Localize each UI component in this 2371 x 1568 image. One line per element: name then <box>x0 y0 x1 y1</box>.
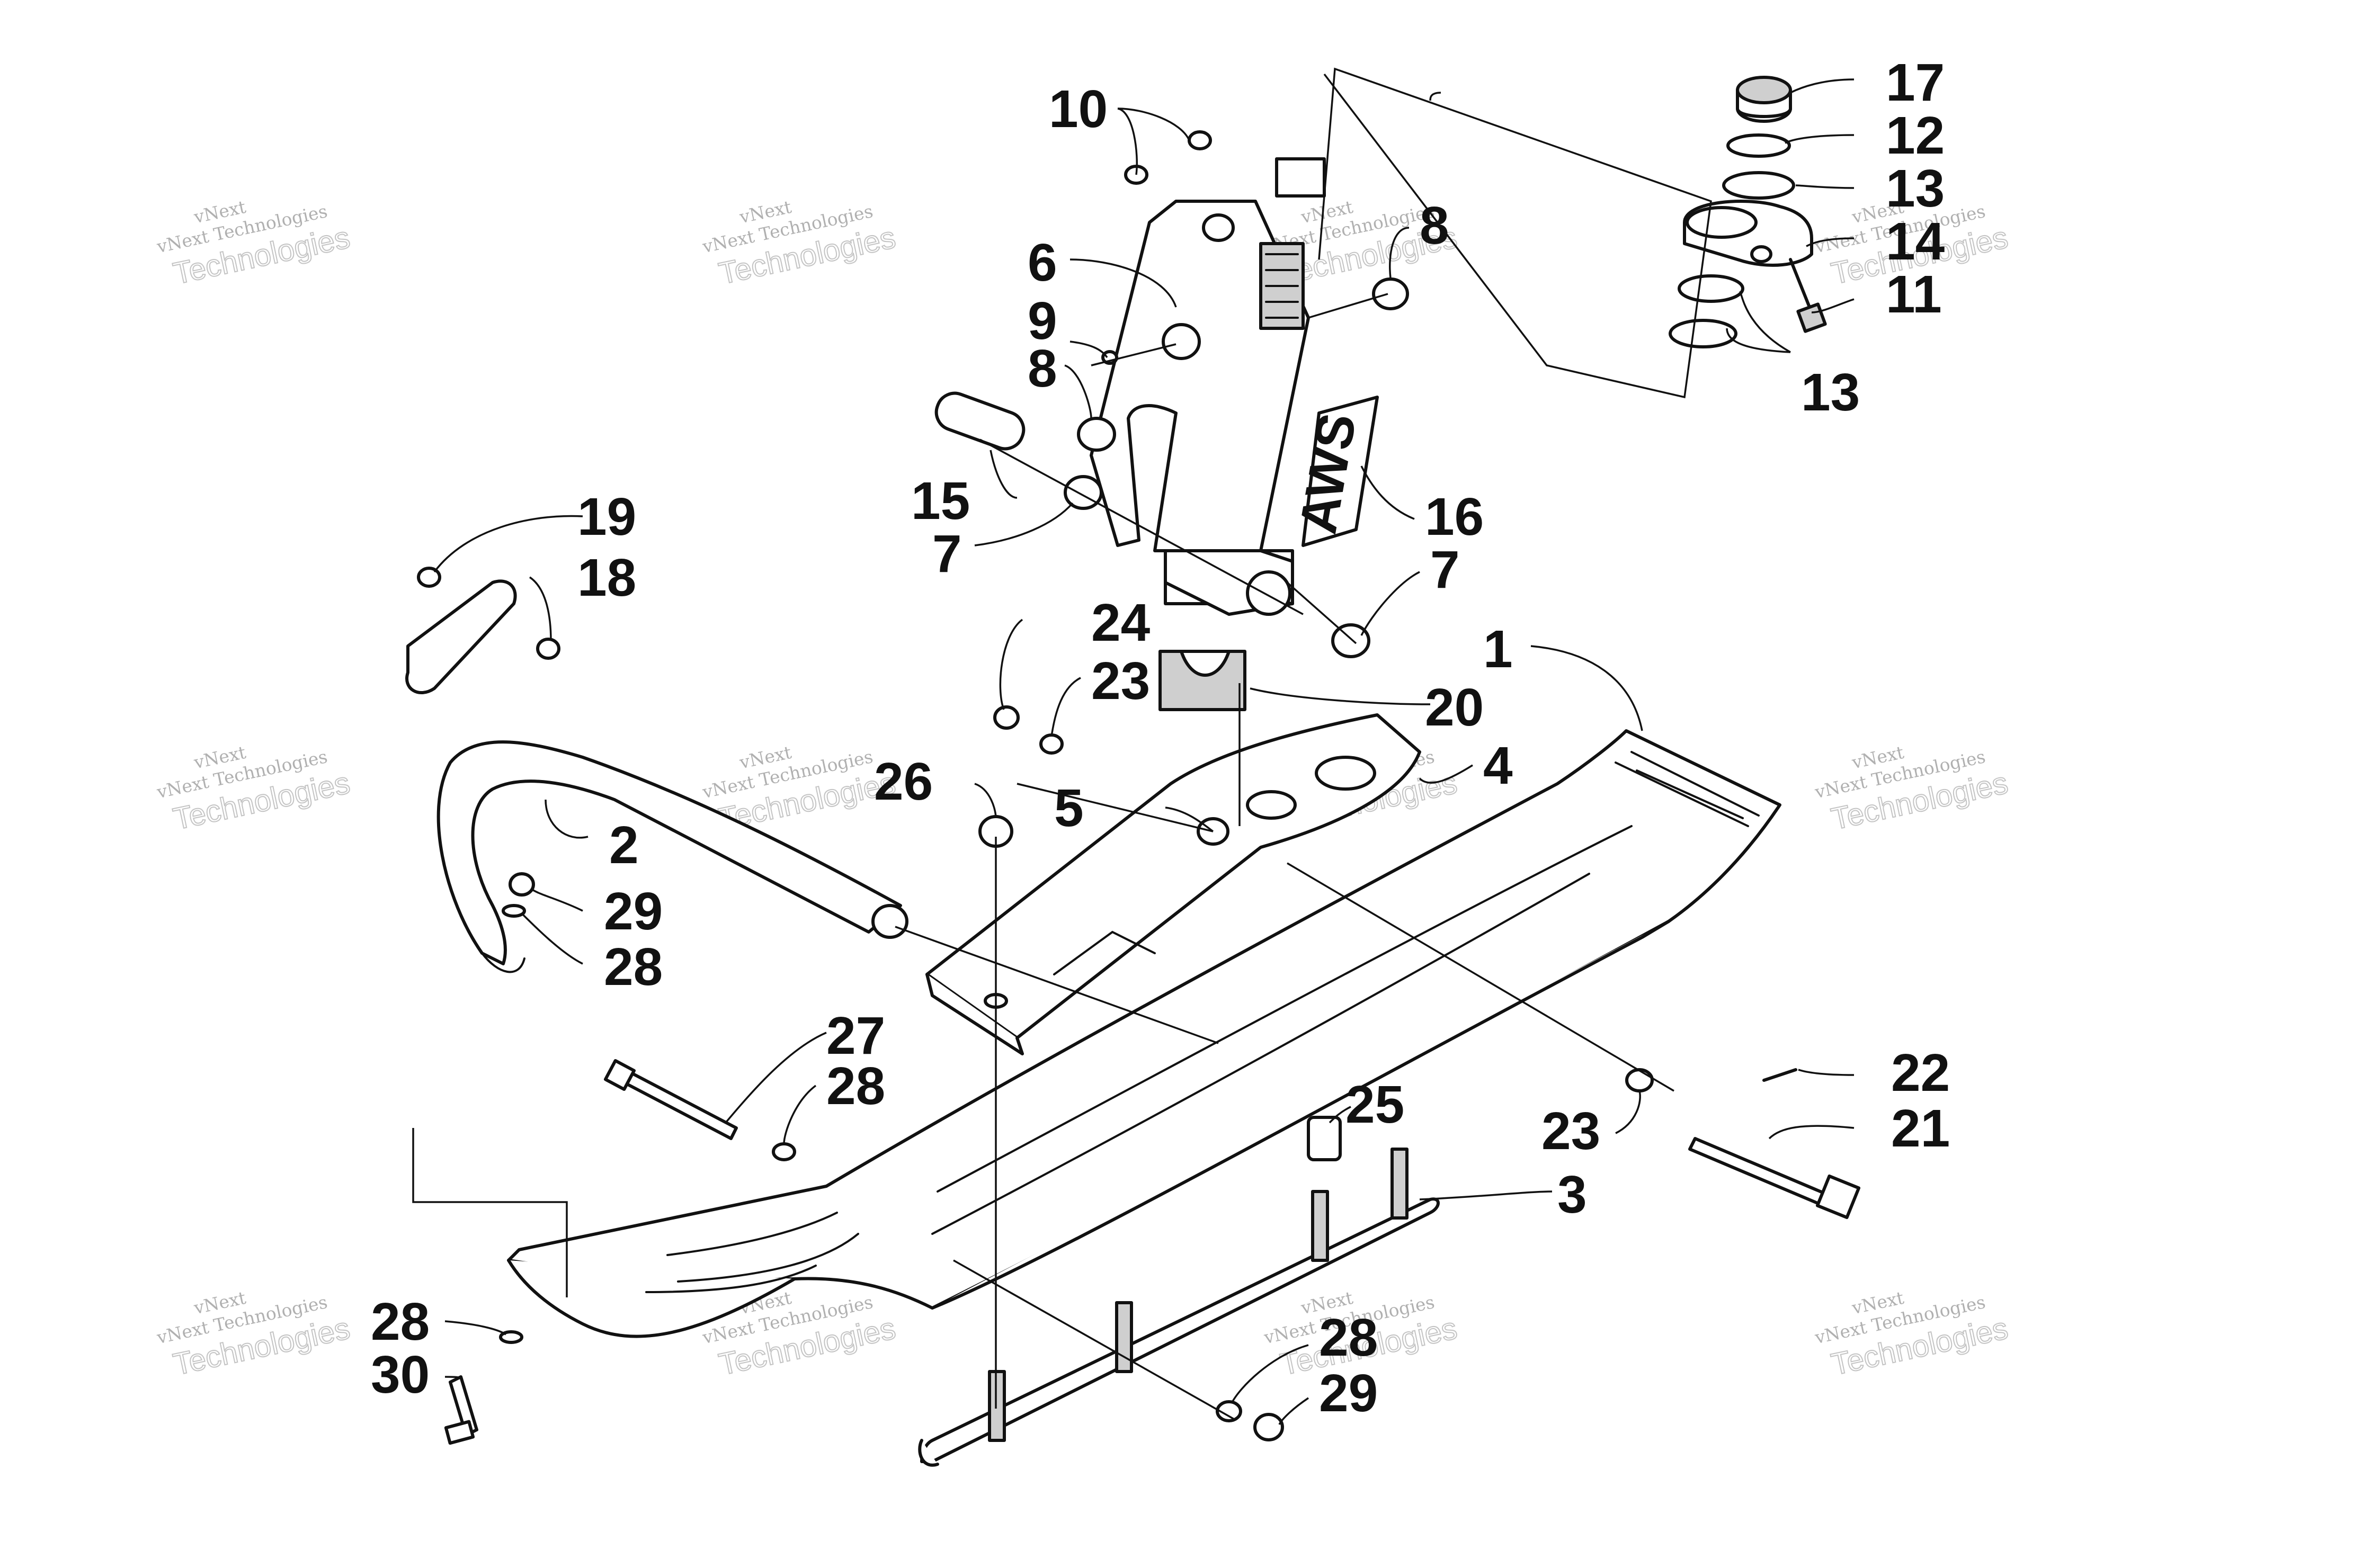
part-bolt-11 <box>1789 258 1813 314</box>
callout-1: 1 <box>1483 620 1513 679</box>
runner-stud <box>1311 1190 1329 1262</box>
callout-10: 10 <box>1049 79 1108 139</box>
part-bolt-11-head <box>1796 302 1827 333</box>
runner-stud <box>988 1370 1006 1442</box>
callout-21: 21 <box>1891 1099 1950 1158</box>
part-bolt-27 <box>618 1068 738 1140</box>
part-bolt-21 <box>1688 1137 1834 1209</box>
part-washer-10 <box>1188 130 1212 150</box>
part-decal <box>1302 396 1379 547</box>
part-bushing-8 <box>1077 417 1116 452</box>
part-washer-28 <box>772 1142 796 1161</box>
part-steering-arm <box>1683 200 1813 267</box>
steering-arm-bolt-hole <box>1750 245 1772 263</box>
part-bracket <box>925 713 1421 1055</box>
callout-7: 7 <box>932 524 962 584</box>
callout-5: 5 <box>1054 778 1084 838</box>
callout-30: 30 <box>371 1345 430 1404</box>
spindle-top-tab <box>1275 157 1326 198</box>
part-nut-18 <box>536 638 560 660</box>
callout-28: 28 <box>604 937 663 997</box>
part-washer-28 <box>502 904 526 918</box>
callout-leaders <box>433 78 1855 1425</box>
callout-11: 11 <box>1886 265 1942 324</box>
part-nut-24 <box>993 705 1020 730</box>
callout-9: 9 <box>1028 291 1057 351</box>
callout-12: 12 <box>1886 106 1945 165</box>
part-ski <box>507 729 1781 1338</box>
part-washer-28 <box>1216 1400 1242 1422</box>
part-nut-29 <box>1253 1413 1284 1441</box>
callout-8: 8 <box>1420 196 1449 255</box>
callout-26: 26 <box>874 752 933 811</box>
part-bushing-8 <box>1372 277 1409 310</box>
spindle-bolt-hole <box>1202 213 1235 242</box>
ski-loop-end-cap <box>871 904 908 939</box>
callout-20: 20 <box>1425 678 1484 737</box>
callout-28: 28 <box>1319 1308 1378 1367</box>
part-bushing-7 <box>1331 623 1370 658</box>
part-nut-29 <box>509 872 535 897</box>
callout-23: 23 <box>1541 1101 1600 1161</box>
part-washer-23 <box>1625 1068 1654 1092</box>
callout-13: 13 <box>1801 363 1860 422</box>
bracket-hole <box>1315 756 1376 791</box>
part-bolt-27-head <box>603 1059 636 1091</box>
callout-25: 25 <box>1345 1075 1404 1134</box>
part-ski-loop <box>436 740 908 973</box>
callout-19: 19 <box>577 487 636 546</box>
callout-3: 3 <box>1557 1165 1587 1224</box>
callout-28: 28 <box>371 1292 430 1351</box>
callout-7: 7 <box>1430 540 1460 599</box>
part-washer-lower <box>1669 319 1737 348</box>
cap-top <box>1736 76 1792 104</box>
part-bolt-21-head <box>1815 1174 1861 1220</box>
part-cotter-pin-22 <box>1762 1068 1797 1082</box>
part-snap-ring <box>1726 133 1791 158</box>
callout-23: 23 <box>1091 651 1150 711</box>
callout-15: 15 <box>911 471 970 531</box>
callout-17: 17 <box>1886 53 1945 112</box>
callout-4: 4 <box>1483 736 1513 795</box>
callout-8: 8 <box>1028 339 1057 398</box>
part-washer-lower <box>1678 274 1744 303</box>
runner-stud <box>1115 1301 1133 1373</box>
part-bumper-25 <box>1307 1116 1342 1161</box>
part-bushing-spindle <box>1162 323 1201 360</box>
callout-16: 16 <box>1425 487 1484 546</box>
callout-28: 28 <box>826 1056 885 1116</box>
runner-stud <box>1390 1148 1409 1220</box>
part-spacer-15 <box>934 391 1026 451</box>
callout-6: 6 <box>1028 233 1057 292</box>
part-cap <box>1736 76 1792 123</box>
bracket-hole <box>1246 790 1297 820</box>
part-screw-19 <box>417 567 441 588</box>
callout-2: 2 <box>609 816 639 875</box>
callout-27: 27 <box>826 1006 885 1065</box>
part-washer-23 <box>1039 733 1064 755</box>
callout-14: 14 <box>1886 212 1945 271</box>
spindle-boss <box>1246 570 1291 616</box>
steering-arm-bore <box>1686 206 1758 239</box>
part-bushing-7 <box>1064 475 1103 510</box>
callout-22: 22 <box>1891 1043 1950 1103</box>
callout-13: 13 <box>1886 159 1945 218</box>
callout-labels: 1 2 3 4 5 6 7 7 8 8 9 10 11 12 13 13 14 … <box>371 53 1950 1423</box>
callout-18: 18 <box>577 548 636 607</box>
callout-24: 24 <box>1091 593 1151 652</box>
part-bracket-19 <box>405 579 517 695</box>
callout-29: 29 <box>604 882 663 941</box>
leader-lines <box>412 67 1712 1420</box>
part-block-20 <box>1158 650 1246 711</box>
part-bolt-30-head <box>444 1420 475 1445</box>
callout-29: 29 <box>1319 1364 1378 1423</box>
part-washer-upper <box>1722 171 1795 200</box>
